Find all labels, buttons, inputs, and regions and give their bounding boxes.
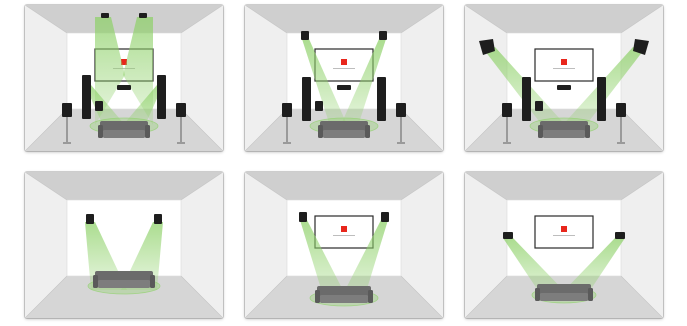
tower-speaker-right xyxy=(597,77,606,121)
ceiling-speaker-left xyxy=(101,13,109,18)
side-speaker-left xyxy=(503,232,513,239)
room-panel-6 xyxy=(465,172,663,318)
center-speaker xyxy=(557,85,571,90)
screen-caption-line xyxy=(553,68,575,69)
room-panel-2 xyxy=(245,5,443,151)
front-high-speaker-right xyxy=(381,212,389,222)
center-speaker xyxy=(337,85,351,90)
tower-speaker-left xyxy=(522,77,531,121)
screen-logo xyxy=(561,59,567,65)
tower-speaker-left xyxy=(82,75,91,119)
center-speaker xyxy=(117,85,131,90)
front-high-speaker-right xyxy=(379,31,387,40)
screen-caption-line xyxy=(553,235,575,236)
side-speaker-right xyxy=(615,232,625,239)
sofa xyxy=(535,284,593,301)
room-panel-5 xyxy=(245,172,443,318)
sofa xyxy=(538,121,590,138)
sofa xyxy=(93,271,155,288)
screen-logo xyxy=(341,226,347,232)
screen-logo xyxy=(341,59,347,65)
screen-caption-line xyxy=(333,235,355,236)
sofa xyxy=(315,286,373,303)
subwoofer xyxy=(535,101,543,111)
ceiling-speaker-right xyxy=(139,13,147,18)
sofa xyxy=(318,121,370,138)
room-panel-4 xyxy=(25,172,223,318)
screen-logo xyxy=(561,226,567,232)
tower-speaker-right xyxy=(377,77,386,121)
front-high-speaker-left xyxy=(299,212,307,222)
wall-speaker-right xyxy=(154,214,162,224)
tower-speaker-left xyxy=(302,77,311,121)
wall-speaker-left xyxy=(86,214,94,224)
room-panel-3 xyxy=(465,5,663,151)
subwoofer xyxy=(315,101,323,111)
front-high-speaker-left xyxy=(301,31,309,40)
screen-caption-line xyxy=(333,68,355,69)
back-wall xyxy=(67,200,181,276)
subwoofer xyxy=(95,101,103,111)
tower-speaker-right xyxy=(157,75,166,119)
room-panel-1 xyxy=(25,5,223,151)
sofa xyxy=(98,121,150,138)
